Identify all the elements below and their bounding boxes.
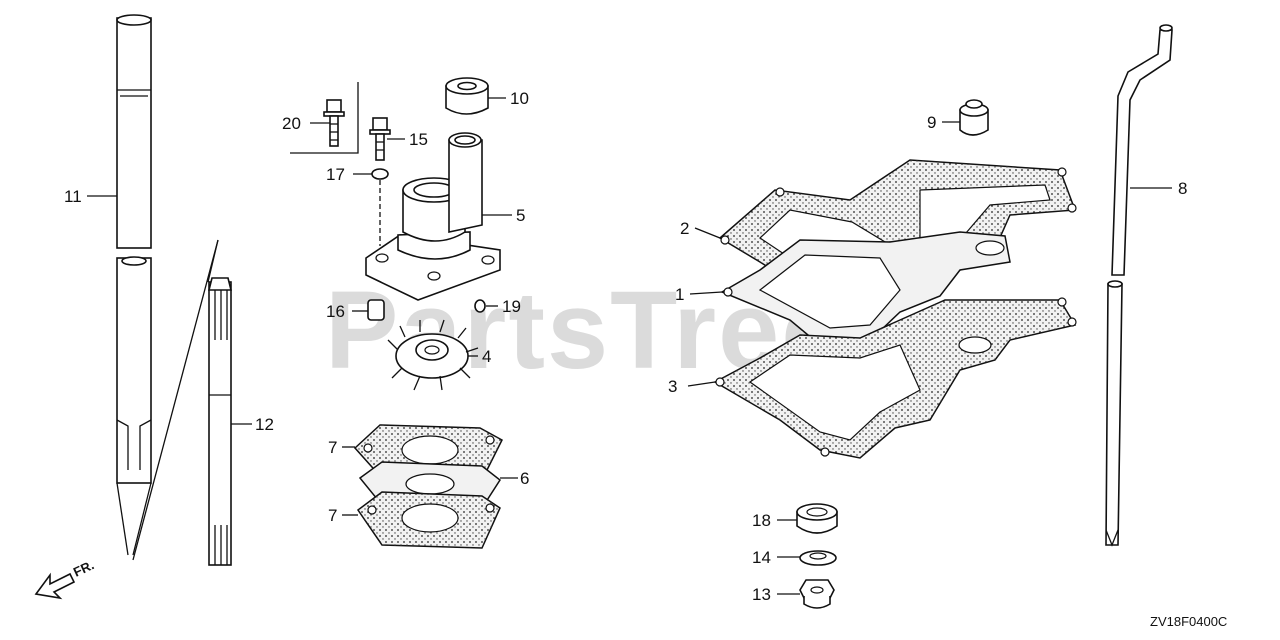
callout-5[interactable]: 5 — [516, 206, 525, 225]
part-9-grommet[interactable] — [959, 99, 989, 136]
part-8-rod[interactable] — [1105, 24, 1173, 547]
part-3-gasket[interactable] — [713, 297, 1077, 459]
callout-11[interactable]: 11 — [64, 187, 82, 206]
front-arrow-icon — [34, 572, 76, 600]
callout-16[interactable]: 16 — [326, 302, 345, 321]
callout-9[interactable]: 9 — [927, 113, 936, 132]
part-15-bolt[interactable] — [369, 117, 391, 161]
callout-17[interactable]: 17 — [326, 165, 345, 184]
callout-15[interactable]: 15 — [409, 130, 428, 149]
part-4-impeller[interactable] — [387, 319, 479, 391]
callout-10[interactable]: 10 — [510, 89, 529, 108]
part-17-washer[interactable] — [371, 168, 389, 180]
part-7-gasket-lower[interactable] — [356, 491, 501, 549]
front-indicator: FR. — [71, 557, 96, 579]
callout-6[interactable]: 6 — [520, 469, 529, 488]
callout-1[interactable]: 1 — [675, 285, 684, 304]
part-14-washer[interactable] — [799, 550, 837, 566]
callout-8[interactable]: 8 — [1178, 179, 1187, 198]
callout-12[interactable]: 12 — [255, 415, 274, 434]
part-10-cap[interactable] — [445, 77, 489, 115]
part-5-pump-housing[interactable] — [365, 132, 501, 301]
callout-4[interactable]: 4 — [482, 347, 491, 366]
part-16-pin[interactable] — [367, 299, 385, 321]
callout-2[interactable]: 2 — [680, 219, 689, 238]
part-13-nut[interactable] — [799, 579, 835, 609]
callout-13[interactable]: 13 — [752, 585, 771, 604]
diagram-code: ZV18F0400C — [1150, 614, 1227, 629]
callout-19[interactable]: 19 — [502, 297, 521, 316]
part-20-bolt[interactable] — [323, 99, 345, 147]
callout-20[interactable]: 20 — [282, 114, 301, 133]
callout-18[interactable]: 18 — [752, 511, 771, 530]
callout-7-upper[interactable]: 7 — [328, 438, 337, 457]
callout-3[interactable]: 3 — [668, 377, 677, 396]
part-1-gasket[interactable] — [720, 231, 1011, 351]
part-19-ring[interactable] — [474, 299, 486, 313]
callout-7-lower[interactable]: 7 — [328, 506, 337, 525]
part-11-tube[interactable] — [116, 14, 152, 556]
part-12-shaft[interactable] — [207, 277, 233, 566]
callout-14[interactable]: 14 — [752, 548, 771, 567]
part-18-bearing[interactable] — [796, 503, 838, 534]
